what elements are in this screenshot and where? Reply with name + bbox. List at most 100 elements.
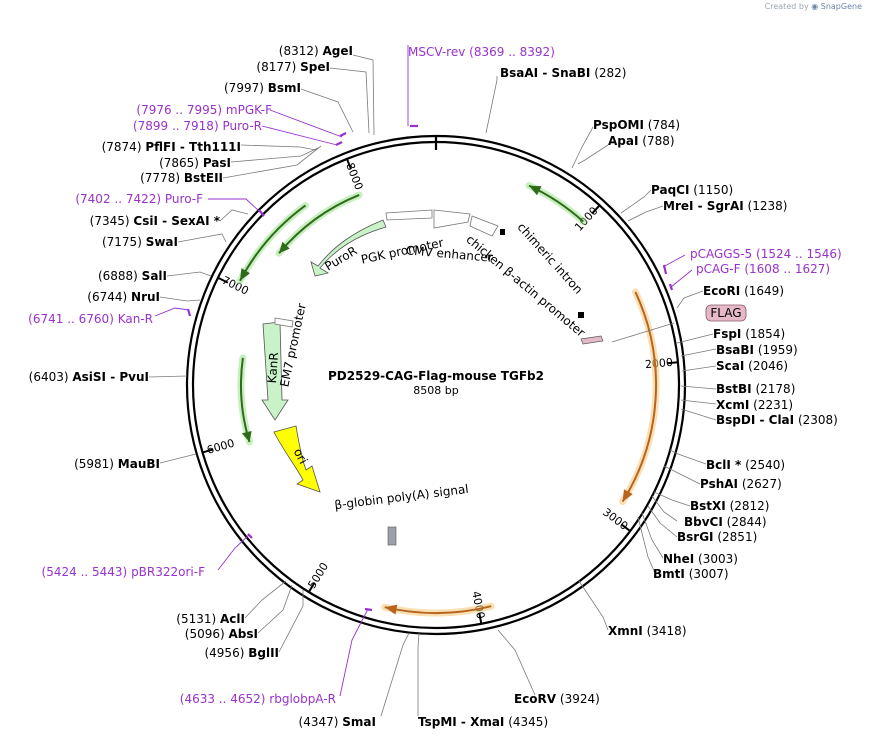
feature-arc-arrowhead (622, 489, 633, 502)
site-name: EcoRV (514, 692, 557, 706)
primer-label: (5424 .. 5443) pBR322ori-F (42, 565, 206, 579)
site-position: (3003) (698, 552, 738, 566)
site-position: (2046) (748, 359, 788, 373)
primer-name: Puro-R (222, 119, 262, 133)
site-name: MreI - SgrAI (663, 199, 744, 213)
site-name: BsaAI - SnaBI (500, 66, 590, 80)
tick-label: 5000 (305, 560, 331, 591)
site-name: BspDI - ClaI (716, 413, 794, 427)
site-name: PaqCI (651, 183, 689, 197)
site-name: SmaI (342, 715, 376, 729)
primers: MSCV-rev (8369 .. 8392) (7976 .. 7995) mP… (28, 45, 842, 706)
puror-arrow (310, 219, 387, 277)
beta-globin-label: β-globin poly(A) signal (334, 482, 470, 512)
restriction-site: BbvCI (2844) (684, 515, 767, 529)
primer-range: (7976 .. 7995) (136, 103, 222, 117)
site-position: (2540) (745, 458, 785, 472)
site-name: BglII (248, 646, 279, 660)
site-position: (3924) (560, 692, 600, 706)
site-name: BsaBI (716, 343, 754, 357)
site-name: TspMI - XmaI (418, 715, 504, 729)
restriction-site: (5096) AbsI (185, 627, 258, 641)
tick-mark (591, 204, 601, 215)
restriction-site: BsrGI (2851) (677, 530, 757, 544)
site-position: (784) (648, 118, 680, 132)
site-name: BstBI (716, 382, 752, 396)
site-name: CsiI - SexAI * (133, 214, 220, 228)
feature-arcs (236, 182, 660, 617)
site-name: BsmI (268, 81, 301, 95)
tick-mark (217, 276, 229, 284)
site-name: BbvCI (684, 515, 723, 529)
site-name: AgeI (323, 44, 353, 58)
intron-end-mark (578, 312, 584, 318)
site-name: MauBI (118, 457, 160, 471)
restriction-sites: (8312) AgeI(8177) SpeI(7997) BsmI(7874) … (29, 44, 838, 729)
feature-arc (621, 291, 658, 503)
site-name: SwaI (146, 235, 178, 249)
site-position: (2844) (727, 515, 767, 529)
restriction-site: PshAI (2627) (700, 477, 782, 491)
flag-leader (611, 322, 675, 343)
site-position: (1150) (693, 183, 733, 197)
site-position: (7874) (102, 140, 142, 154)
site-name: XcmI (716, 398, 749, 412)
restriction-site: ScaI (2046) (716, 359, 788, 373)
kanr-label: KanR (265, 352, 281, 384)
tick-mark (307, 582, 316, 593)
watermark: Created by ◉ SnapGene (765, 2, 862, 11)
primer-marks (186, 124, 674, 612)
primer-range: (7402 .. 7422) (75, 192, 161, 206)
restriction-site: (7778) BstEII (140, 171, 223, 185)
primer-name: pBR322ori-F (131, 565, 205, 579)
site-position: (2178) (755, 382, 795, 396)
site-name: EcoRI (703, 284, 740, 298)
chicken-promoter-arrow (469, 215, 499, 237)
restriction-site: PaqCI (1150) (651, 183, 733, 197)
em7-promoter-label: EM7 promoter (277, 302, 308, 388)
feature-arc-arrowhead (279, 241, 290, 254)
restriction-site: (7874) PflFI - Tth111I (102, 140, 241, 154)
restriction-site: (6403) AsiSI - PvuI (29, 370, 149, 384)
restriction-site: BclI * (2540) (706, 458, 785, 472)
site-position: (7865) (159, 156, 199, 170)
site-name: FspI (713, 327, 741, 341)
site-position: (2627) (742, 477, 782, 491)
site-name: SalI (142, 269, 167, 283)
primer-range: (6741 .. 6760) (28, 312, 114, 326)
restriction-site: (6744) NruI (87, 290, 160, 304)
feature-arc-arrowhead (529, 185, 542, 196)
site-position: (7997) (224, 81, 264, 95)
primer-label: MSCV-rev (8369 .. 8392) (408, 45, 555, 59)
primer-label: pCAG-F (1608 .. 1627) (696, 262, 830, 276)
tick-mark (666, 361, 679, 365)
site-position: (1649) (744, 284, 784, 298)
primer-label: (7402 .. 7422) Puro-F (75, 192, 203, 206)
restriction-site: NheI (3003) (663, 552, 738, 566)
site-name: ScaI (716, 359, 744, 373)
restriction-site: (7175) SwaI (102, 235, 178, 249)
primer-label: pCAGGS-5 (1524 .. 1546) (690, 247, 842, 261)
primer-label: (7976 .. 7995) mPGK-F (136, 103, 272, 117)
primer-name: pCAG-F (696, 262, 741, 276)
restriction-site: XcmI (2231) (716, 398, 793, 412)
site-position: (4345) (508, 715, 548, 729)
primer-label: (6741 .. 6760) Kan-R (28, 312, 153, 326)
primer-leader-lines (154, 45, 693, 697)
restriction-site: XmnI (3418) (608, 624, 687, 638)
site-name: BsrGI (677, 530, 714, 544)
site-position: (282) (594, 66, 626, 80)
restriction-site: (7345) CsiI - SexAI * (90, 214, 221, 228)
restriction-site: (5131) AclI (176, 612, 245, 626)
backbone-outer-ring (185, 134, 687, 636)
cmv-enhancer-arrow (433, 209, 471, 229)
tick-label: 8000 (343, 161, 365, 192)
flag-box (705, 304, 747, 322)
site-position: (5131) (176, 612, 216, 626)
primer-range: (1608 .. 1627) (744, 262, 830, 276)
tick-label: 7000 (220, 274, 251, 298)
feature-arc-arrowhead (241, 431, 252, 442)
site-position: (5981) (74, 457, 114, 471)
restriction-site: EcoRI (1649) (703, 284, 784, 298)
